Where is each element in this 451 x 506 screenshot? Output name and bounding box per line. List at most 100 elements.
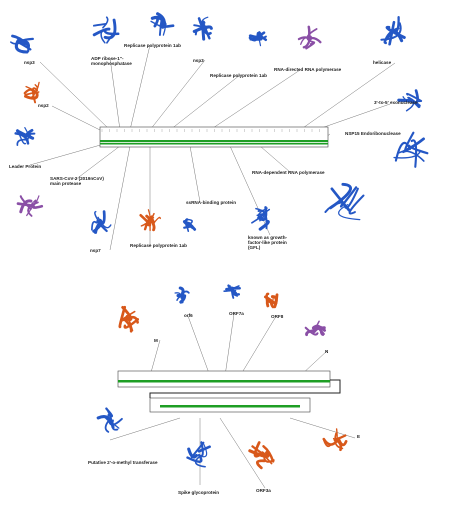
ribbon-strand <box>140 212 155 227</box>
genome-track-bar-2 <box>160 405 300 408</box>
label-rna-directed: RNA-directed RNA polymerase <box>274 67 342 72</box>
connector-line <box>109 145 131 251</box>
protein-structure <box>139 209 161 232</box>
label-nsp3-b: nsp3 <box>193 58 204 63</box>
ribbon-strand <box>25 85 36 93</box>
ribbon-strand <box>144 209 152 227</box>
ribbon-strand <box>197 17 212 36</box>
ribbon-strand <box>258 34 268 42</box>
ribbon-strand <box>398 150 425 162</box>
ribbon-strand <box>14 38 29 54</box>
label-nsp2: nsp2 <box>38 103 49 108</box>
label-helicase: helicase <box>373 60 392 65</box>
connector-line <box>239 317 276 377</box>
ribbon-strand <box>338 204 361 221</box>
ribbon-strand <box>92 22 107 27</box>
ribbon-strand <box>16 138 29 146</box>
ribbon-strand <box>18 39 30 53</box>
connector-line <box>299 62 396 131</box>
ribbon-strand <box>304 326 319 336</box>
ribbon-strand <box>105 407 113 418</box>
ribbon-strand <box>118 305 127 329</box>
ribbon-strand <box>200 442 208 458</box>
label-replicase-3: Replicase polyprotein 1ab <box>130 243 187 248</box>
genome-track-bar-top-1 <box>100 140 328 143</box>
ribbon-strand <box>322 439 332 448</box>
genome-track-frame-1 <box>117 370 331 388</box>
ribbon-strand <box>339 186 358 208</box>
connector-line <box>149 59 206 131</box>
ribbon-strand <box>388 20 396 46</box>
ribbon-strand <box>178 286 185 297</box>
protein-structure <box>297 25 322 50</box>
protein-structure <box>186 441 211 468</box>
connector-line <box>39 61 111 131</box>
label-nsp3-a: nsp3 <box>24 60 35 65</box>
ribbon-strand <box>27 201 39 217</box>
connector-line <box>224 313 235 377</box>
ribbon-strand <box>385 25 406 39</box>
protein-structure <box>380 16 406 46</box>
ribbon-strand <box>190 441 205 459</box>
protein-structure <box>182 218 197 232</box>
ribbon-strand <box>153 216 161 224</box>
ribbon-strand <box>263 455 275 463</box>
ribbon-strand <box>329 182 353 210</box>
label-spike: Spike glycoprotein <box>178 490 220 495</box>
ribbon-strand <box>227 284 240 296</box>
ribbon-strand <box>248 449 270 458</box>
ribbon-strand <box>305 329 316 337</box>
genome-track-bar-top-2 <box>100 143 328 145</box>
label-nsp7: nsp7 <box>90 248 101 253</box>
ribbon-strand <box>251 213 264 224</box>
ribbon-strand <box>231 286 241 289</box>
connector-line <box>229 145 271 236</box>
label-orf6: orf6 <box>184 313 193 318</box>
ribbon-strand <box>123 318 133 333</box>
protein-structure <box>174 286 190 304</box>
ribbon-strand <box>305 41 316 50</box>
label-methyl: Putative 2'-o-methyl transferase <box>88 460 158 465</box>
connector-line <box>74 145 121 181</box>
label-ssrna: ssRNA-binding protein <box>186 200 237 205</box>
connector-line <box>129 44 151 131</box>
ribbon-strand <box>348 194 365 215</box>
ribbon-strand <box>176 293 186 304</box>
protein-structure <box>264 292 279 309</box>
connector-line <box>51 105 105 133</box>
connector-line <box>289 417 356 439</box>
protein-structure <box>150 12 175 36</box>
ribbon-strand <box>14 132 30 145</box>
protein-structure <box>16 195 44 217</box>
ribbon-strand <box>265 292 270 303</box>
label-rdrp: RNA-dependent RNA polymerase <box>252 170 325 175</box>
protein-structure <box>14 127 36 146</box>
protein-structure <box>91 210 112 234</box>
ribbon-strand <box>107 417 123 426</box>
ribbon-strand <box>406 92 423 102</box>
ribbon-strand <box>408 144 429 155</box>
connector-line <box>187 315 211 377</box>
genome-track-bar-1 <box>118 380 330 383</box>
label-orf7a: ORF7a <box>229 311 244 316</box>
ribbon-strand <box>183 224 194 229</box>
connector-line <box>149 339 161 377</box>
protein-structure <box>96 407 123 433</box>
protein-structure <box>23 81 40 104</box>
protein-structure <box>304 320 326 337</box>
connector-line <box>109 417 181 441</box>
protein-structure <box>393 131 429 168</box>
ribbon-strand <box>258 208 271 218</box>
ribbon-strand <box>91 220 98 231</box>
connector-line <box>219 417 266 489</box>
ribbon-strand <box>158 20 163 36</box>
ribbon-strand <box>258 219 270 231</box>
ribbon-strand <box>123 315 139 324</box>
ribbon-strand <box>231 289 238 297</box>
ribbon-strand <box>24 127 30 140</box>
label-e: E <box>357 434 361 439</box>
label-replicase-1: Replicase polyprotein 1ab <box>124 43 181 48</box>
protein-structure <box>397 89 423 112</box>
